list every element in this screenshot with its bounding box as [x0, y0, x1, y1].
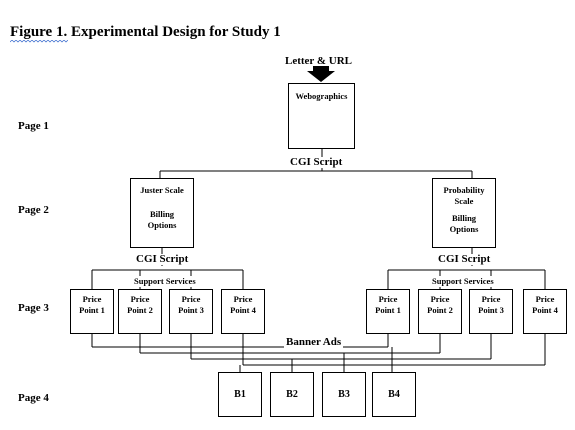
- price-point-right-2: Price Point 2: [418, 289, 462, 334]
- banner-label: B3: [338, 389, 350, 400]
- page-label-4: Page 4: [18, 392, 49, 404]
- price-point-right-4: Price Point 4: [523, 289, 567, 334]
- banner-b4: B4: [372, 372, 416, 417]
- price-point-label: Price Point 1: [79, 294, 105, 316]
- page-label-1: Page 1: [18, 120, 49, 132]
- juster-scale-box: Juster Scale Billing Options: [130, 178, 194, 248]
- banner-label: B2: [286, 389, 298, 400]
- support-services-left: Support Services: [134, 276, 196, 288]
- price-point-label: Price Point 3: [178, 294, 204, 316]
- price-point-left-4: Price Point 4: [221, 289, 265, 334]
- figure-title: Figure 1. Experimental Design for Study …: [10, 24, 281, 40]
- price-point-label: Price Point 2: [427, 294, 453, 316]
- banner-b3: B3: [322, 372, 366, 417]
- billing-options-left: Billing Options: [147, 209, 177, 231]
- price-point-left-1: Price Point 1: [70, 289, 114, 334]
- probability-scale-label: Probability Scale: [443, 185, 485, 207]
- support-services-right: Support Services: [432, 276, 494, 288]
- title-underline: [10, 40, 68, 43]
- banner-b1: B1: [218, 372, 262, 417]
- webographics-label: Webographics: [295, 91, 348, 101]
- entry-label: Letter & URL: [285, 55, 352, 67]
- price-point-right-1: Price Point 1: [366, 289, 410, 334]
- price-point-label: Price Point 4: [230, 294, 256, 316]
- price-point-left-3: Price Point 3: [169, 289, 213, 334]
- banner-b2: B2: [270, 372, 314, 417]
- banner-label: B1: [234, 389, 246, 400]
- price-point-label: Price Point 3: [478, 294, 504, 316]
- cgi-script-right: CGI Script: [438, 253, 491, 265]
- juster-scale-label: Juster Scale: [140, 185, 184, 195]
- billing-options-right: Billing Options: [449, 213, 479, 235]
- price-point-label: Price Point 1: [375, 294, 401, 316]
- banner-ads-label: Banner Ads: [284, 336, 344, 348]
- price-point-left-2: Price Point 2: [118, 289, 162, 334]
- down-arrow-icon: [307, 66, 335, 82]
- cgi-script-top: CGI Script: [290, 156, 343, 168]
- cgi-script-left: CGI Script: [136, 253, 189, 265]
- banner-label: B4: [388, 389, 400, 400]
- price-point-label: Price Point 2: [127, 294, 153, 316]
- probability-scale-box: Probability Scale Billing Options: [432, 178, 496, 248]
- webographics-box: Webographics: [288, 83, 355, 149]
- page-label-2: Page 2: [18, 204, 49, 216]
- page-label-3: Page 3: [18, 302, 49, 314]
- price-point-right-3: Price Point 3: [469, 289, 513, 334]
- price-point-label: Price Point 4: [532, 294, 558, 316]
